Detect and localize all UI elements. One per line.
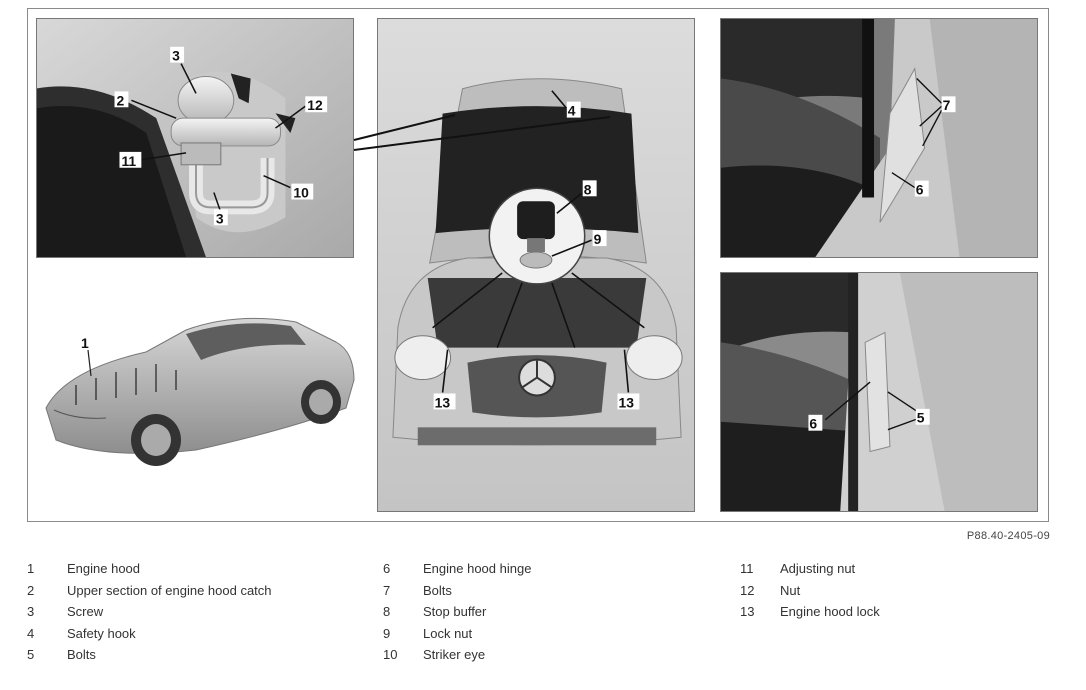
car-side-view-image: 1: [36, 290, 366, 480]
front-view-hood-open-image: 4 8 9 13 13: [377, 18, 695, 512]
hood-hinge-bolts-top-image: 7 6: [720, 18, 1038, 258]
callout-13-left: 13: [435, 394, 451, 410]
callout-10: 10: [293, 185, 309, 201]
callout-3-bottom: 3: [216, 210, 224, 226]
callout-11: 11: [121, 153, 136, 169]
callout-13-right: 13: [618, 394, 634, 410]
callout-6-top: 6: [916, 182, 924, 198]
hood-hinge-bolts-bottom-image: 5 6: [720, 272, 1038, 512]
figure-reference-code: P88.40-2405-09: [966, 530, 1050, 542]
callout-4: 4: [568, 103, 576, 119]
callout-2: 2: [116, 92, 124, 108]
callout-9: 9: [594, 231, 602, 247]
callout-5: 5: [917, 410, 925, 426]
callout-1: 1: [81, 335, 89, 351]
callout-3-top: 3: [172, 48, 180, 64]
callout-7: 7: [943, 97, 951, 113]
callout-8: 8: [584, 181, 592, 197]
hood-catch-closeup-image: 3 2 12 11 10 3: [36, 18, 354, 258]
callout-12: 12: [307, 97, 323, 113]
callout-6-bottom: 6: [809, 416, 817, 432]
